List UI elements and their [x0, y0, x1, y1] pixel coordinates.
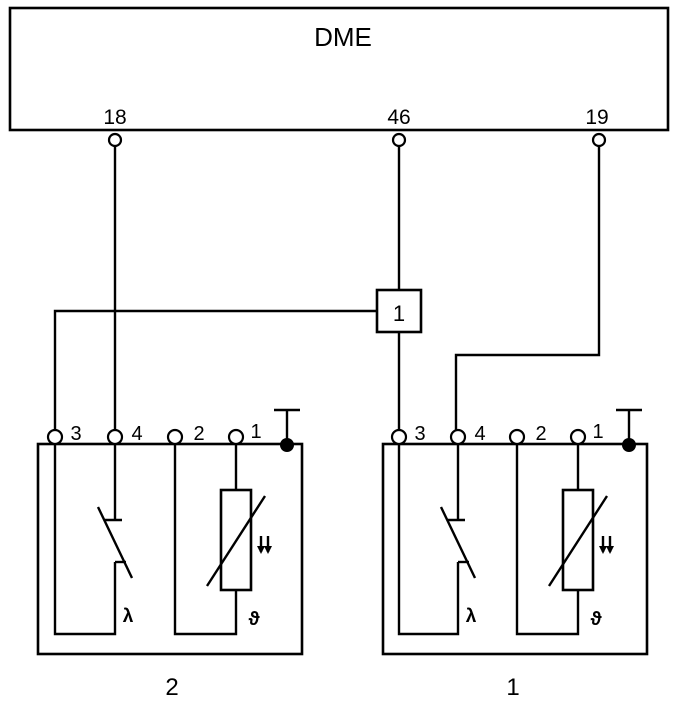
sensor-1-terminal-4 — [449, 428, 467, 446]
oxygen-sensor-1: λ ϑ 3 4 2 1 1 — [381, 408, 649, 701]
sensor-1-name: 1 — [506, 674, 519, 701]
sensor-1-theta-symbol: ϑ — [590, 609, 602, 630]
dme-label: DME — [314, 22, 372, 52]
sensor-1-switch-return — [397, 444, 460, 636]
sensor-1-pin-2-label: 2 — [535, 423, 546, 445]
sensor-2-switch-return — [53, 444, 117, 636]
sensor-1-terminal-3 — [390, 428, 408, 446]
wire-pin19-to-right-4 — [454, 146, 601, 430]
sensor-2-variable-slash — [205, 495, 267, 587]
sensor-1-pin-3-label: 3 — [414, 423, 425, 445]
sensor-2-pin-1-label: 1 — [250, 421, 261, 443]
sensor-2-heater-resistor — [219, 488, 253, 592]
sensor-2-pin-2-label: 2 — [193, 423, 204, 445]
sensor-2-arrows-icon — [257, 536, 272, 554]
sensor-2-terminal-4 — [106, 428, 124, 446]
dme-terminal-18 — [107, 132, 123, 148]
sensor-2-terminal-2 — [166, 428, 184, 446]
sensor-2-lambda-symbol: λ — [123, 606, 134, 627]
splice-connector-box — [375, 288, 423, 334]
wire-connector-to-left-3 — [53, 309, 377, 430]
sensor-1-terminal-2 — [508, 428, 526, 446]
oxygen-sensor-2: λ ϑ 3 4 2 1 2 — [36, 408, 304, 701]
splice-connector-label: 1 — [393, 301, 405, 326]
sensor-1-lambda-symbol: λ — [466, 606, 477, 627]
sensor-1-pin-1-label: 1 — [592, 421, 603, 443]
sensor-2-name: 2 — [165, 674, 178, 701]
sensor-2-pin-4-label: 4 — [131, 423, 142, 445]
sensor-2-switch-icon — [96, 506, 134, 579]
sensor-1-variable-slash — [547, 495, 609, 587]
sensor-1-terminal-1 — [569, 428, 587, 446]
sensor-1-pin-4-label: 4 — [474, 423, 485, 445]
sensor-1-heater-resistor — [561, 488, 595, 592]
dme-unit-box — [8, 6, 670, 132]
sensor-2-ground-icon — [274, 408, 300, 452]
dme-pin-18-label: 18 — [103, 106, 126, 129]
dme-terminal-19 — [591, 132, 607, 148]
sensor-2-housing — [36, 442, 304, 656]
sensor-2-terminal-3 — [46, 428, 64, 446]
sensor-2-heater-return — [173, 444, 238, 636]
wires — [53, 146, 601, 430]
dme-terminal-46 — [391, 132, 407, 148]
sensor-1-housing — [381, 442, 649, 656]
sensor-1-arrows-icon — [599, 536, 614, 554]
sensor-2-terminal-1 — [227, 428, 245, 446]
dme-pin-19-label: 19 — [585, 106, 608, 129]
sensor-1-ground-icon — [616, 408, 642, 452]
sensor-2-pin-3-label: 3 — [70, 423, 81, 445]
dme-pin-46-label: 46 — [387, 106, 410, 129]
sensor-1-heater-return — [515, 444, 580, 636]
sensor-2-theta-symbol: ϑ — [248, 609, 260, 630]
sensor-1-switch-icon — [439, 506, 477, 579]
